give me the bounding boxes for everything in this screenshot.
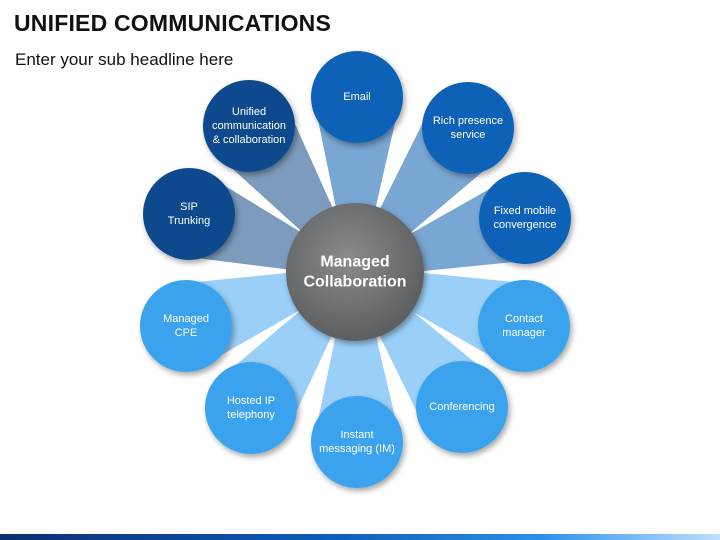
node-hosted-ip-line-1: telephony xyxy=(227,409,275,421)
node-rich-presence-circle xyxy=(422,82,514,174)
page-title: UNIFIED COMMUNICATIONS xyxy=(14,10,332,36)
node-fixed-mobile-circle xyxy=(479,172,571,264)
node-rich-presence-line-1: service xyxy=(451,129,486,141)
node-fixed-mobile: Fixed mobile convergence xyxy=(479,172,571,264)
node-sip-trunking: SIP Trunking xyxy=(143,168,235,260)
center-node-line-1: Collaboration xyxy=(303,274,406,291)
node-sip-trunking-line-1: Trunking xyxy=(168,215,210,227)
node-instant-messaging-line-1: messaging (IM) xyxy=(319,443,395,455)
footer-bar xyxy=(0,534,720,540)
spoke-email xyxy=(313,96,401,273)
node-contact-manager-line-0: Contact xyxy=(505,313,543,325)
node-conferencing-line-0: Conferencing xyxy=(429,401,494,413)
node-unified-communication-line-1: communication xyxy=(212,120,286,132)
node-unified-communication-line-0: Unified xyxy=(232,106,266,118)
node-contact-manager-line-1: manager xyxy=(502,327,546,339)
center-node-line-0: Managed xyxy=(320,253,389,270)
node-hosted-ip: Hosted IP telephony xyxy=(205,362,297,454)
node-email: Email xyxy=(311,51,403,143)
node-sip-trunking-circle xyxy=(143,168,235,260)
node-fixed-mobile-line-1: convergence xyxy=(494,219,557,231)
node-conferencing-circle xyxy=(416,361,508,453)
node-unified-communication-circle xyxy=(203,80,295,172)
spoke-instant-messaging xyxy=(313,271,401,443)
node-hosted-ip-circle xyxy=(205,362,297,454)
node-contact-manager: Contact manager xyxy=(478,280,570,372)
node-managed-cpe-line-0: Managed xyxy=(163,313,209,325)
node-sip-trunking-line-0: SIP xyxy=(180,201,198,213)
node-rich-presence: Rich presence service xyxy=(422,82,514,174)
node-hosted-ip-line-0: Hosted IP xyxy=(227,395,275,407)
node-fixed-mobile-line-0: Fixed mobile xyxy=(494,205,556,217)
node-contact-manager-circle xyxy=(478,280,570,372)
node-email-line-0: Email xyxy=(343,91,371,103)
node-email-circle xyxy=(311,51,403,143)
node-rich-presence-line-0: Rich presence xyxy=(433,115,503,127)
node-conferencing: Conferencing xyxy=(416,361,508,453)
node-instant-messaging-line-0: Instant xyxy=(340,429,373,441)
node-managed-cpe-circle xyxy=(140,280,232,372)
node-managed-cpe-line-1: CPE xyxy=(175,327,198,339)
center-node-circle xyxy=(286,203,424,341)
node-unified-communication: Unified communication & collaboration xyxy=(203,80,295,172)
page-subtitle: Enter your sub headline here xyxy=(15,50,234,69)
node-instant-messaging-circle xyxy=(311,396,403,488)
node-instant-messaging: Instant messaging (IM) xyxy=(311,396,403,488)
node-unified-communication-line-2: & collaboration xyxy=(213,134,286,146)
